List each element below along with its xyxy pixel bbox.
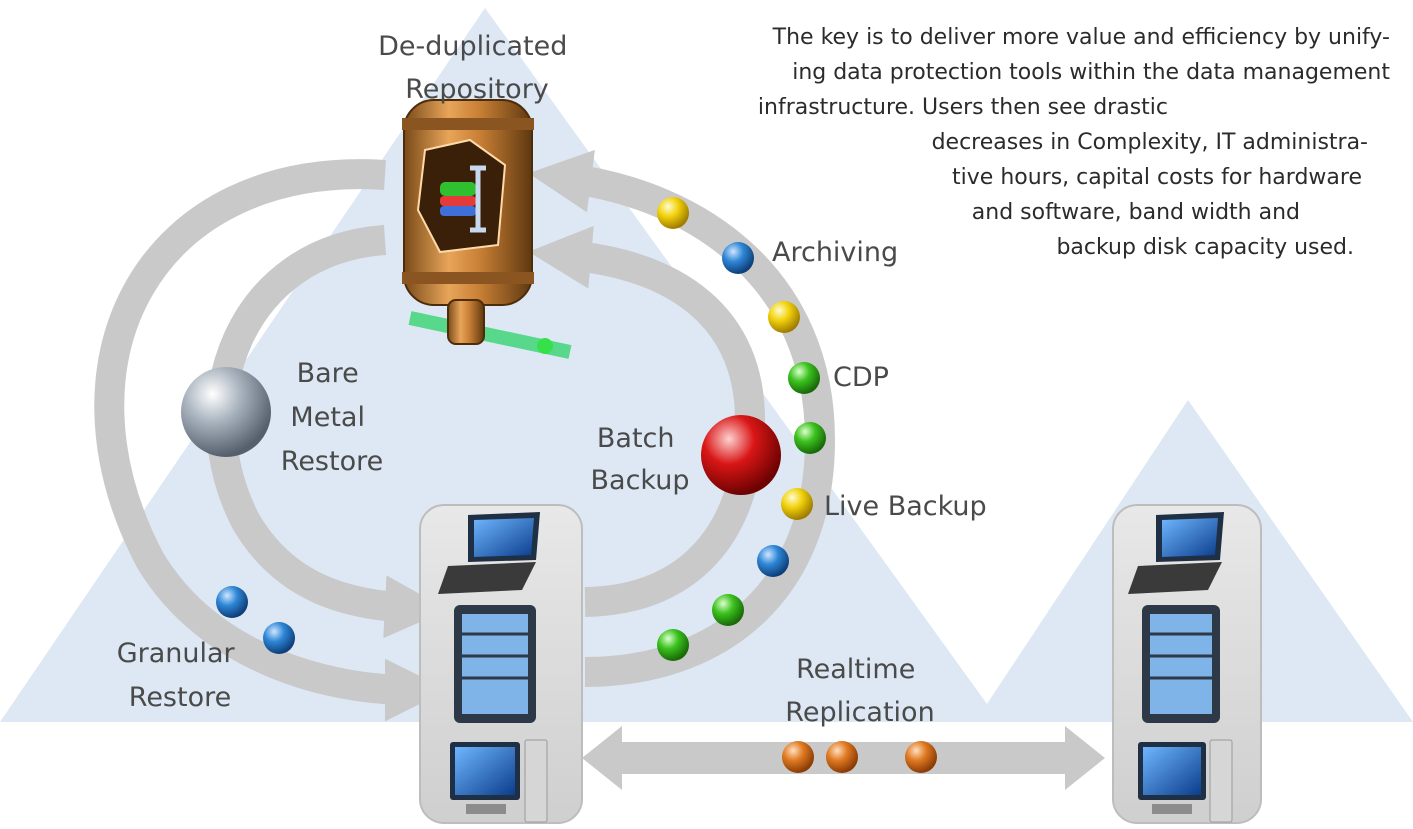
bare-metal-restore-sphere bbox=[181, 367, 271, 457]
archiving-label: Archiving bbox=[772, 237, 898, 268]
outer-restore-arrow bbox=[94, 159, 448, 722]
blue-dot bbox=[757, 545, 789, 577]
live-backup-label: Live Backup bbox=[824, 491, 987, 522]
orange-dot bbox=[826, 741, 858, 773]
description-line: ing data protection tools within the dat… bbox=[792, 60, 1390, 85]
bare-metal-restore-label: Bare Metal Restore bbox=[281, 358, 383, 477]
laptop-icon bbox=[1128, 512, 1224, 594]
laptop-icon bbox=[438, 512, 540, 594]
local-devices-panel bbox=[419, 504, 583, 824]
inner-restore-arrow bbox=[206, 225, 448, 639]
blue-dot bbox=[722, 242, 754, 274]
description-line: tive hours, capital costs for hardware bbox=[952, 165, 1362, 190]
cdp-label: CDP bbox=[833, 362, 889, 393]
green-dot bbox=[788, 362, 820, 394]
blue-dot bbox=[216, 586, 248, 618]
description-line: infrastructure. Users then see drastic bbox=[757, 95, 1168, 120]
description-line: and software, band width and bbox=[971, 200, 1300, 225]
blue-dot bbox=[263, 622, 295, 654]
yellow-dot bbox=[781, 488, 813, 520]
desktop-computer-icon bbox=[1138, 739, 1233, 823]
orange-dot bbox=[782, 741, 814, 773]
remote-devices-panel bbox=[1112, 504, 1262, 824]
orange-dot bbox=[905, 741, 937, 773]
description-paragraph: The key is to deliver more value and eff… bbox=[700, 20, 1390, 265]
granular-restore-label: Granular Restore bbox=[117, 638, 244, 713]
repository-label: De-duplicated Repository bbox=[378, 31, 576, 105]
batch-backup-sphere bbox=[701, 415, 781, 495]
deduplicated-repository-tank-icon bbox=[402, 99, 572, 359]
yellow-dot bbox=[768, 301, 800, 333]
green-dot bbox=[712, 594, 744, 626]
server-icon bbox=[454, 605, 536, 723]
yellow-dot bbox=[657, 197, 689, 229]
description-line: The key is to deliver more value and eff… bbox=[772, 25, 1390, 50]
realtime-replication-label: Realtime Replication bbox=[785, 654, 934, 728]
batch-backup-label: Batch Backup bbox=[591, 423, 690, 496]
green-dot bbox=[657, 629, 689, 661]
description-line: decreases in Complexity, IT administra- bbox=[931, 130, 1368, 155]
server-icon bbox=[1142, 605, 1220, 723]
green-dot bbox=[794, 422, 826, 454]
desktop-computer-icon bbox=[450, 739, 548, 823]
description-line: backup disk capacity used. bbox=[1056, 235, 1354, 260]
